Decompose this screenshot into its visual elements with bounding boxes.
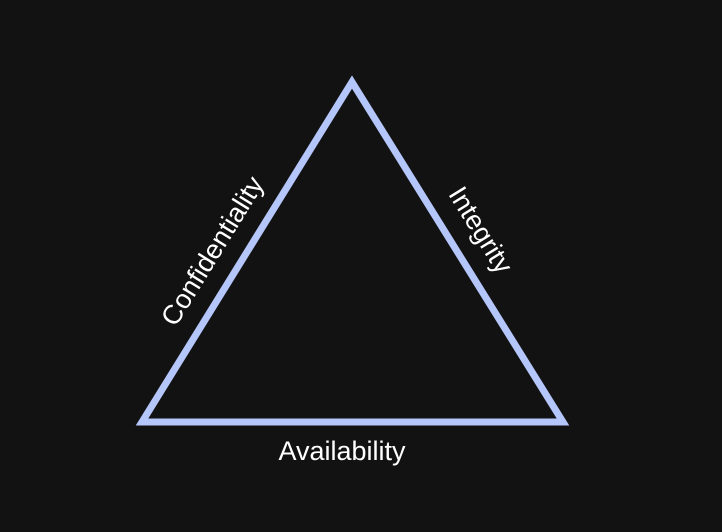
cia-triangle: [135, 75, 570, 426]
label-integrity: Integrity: [443, 181, 519, 279]
label-availability: Availability: [278, 436, 406, 466]
